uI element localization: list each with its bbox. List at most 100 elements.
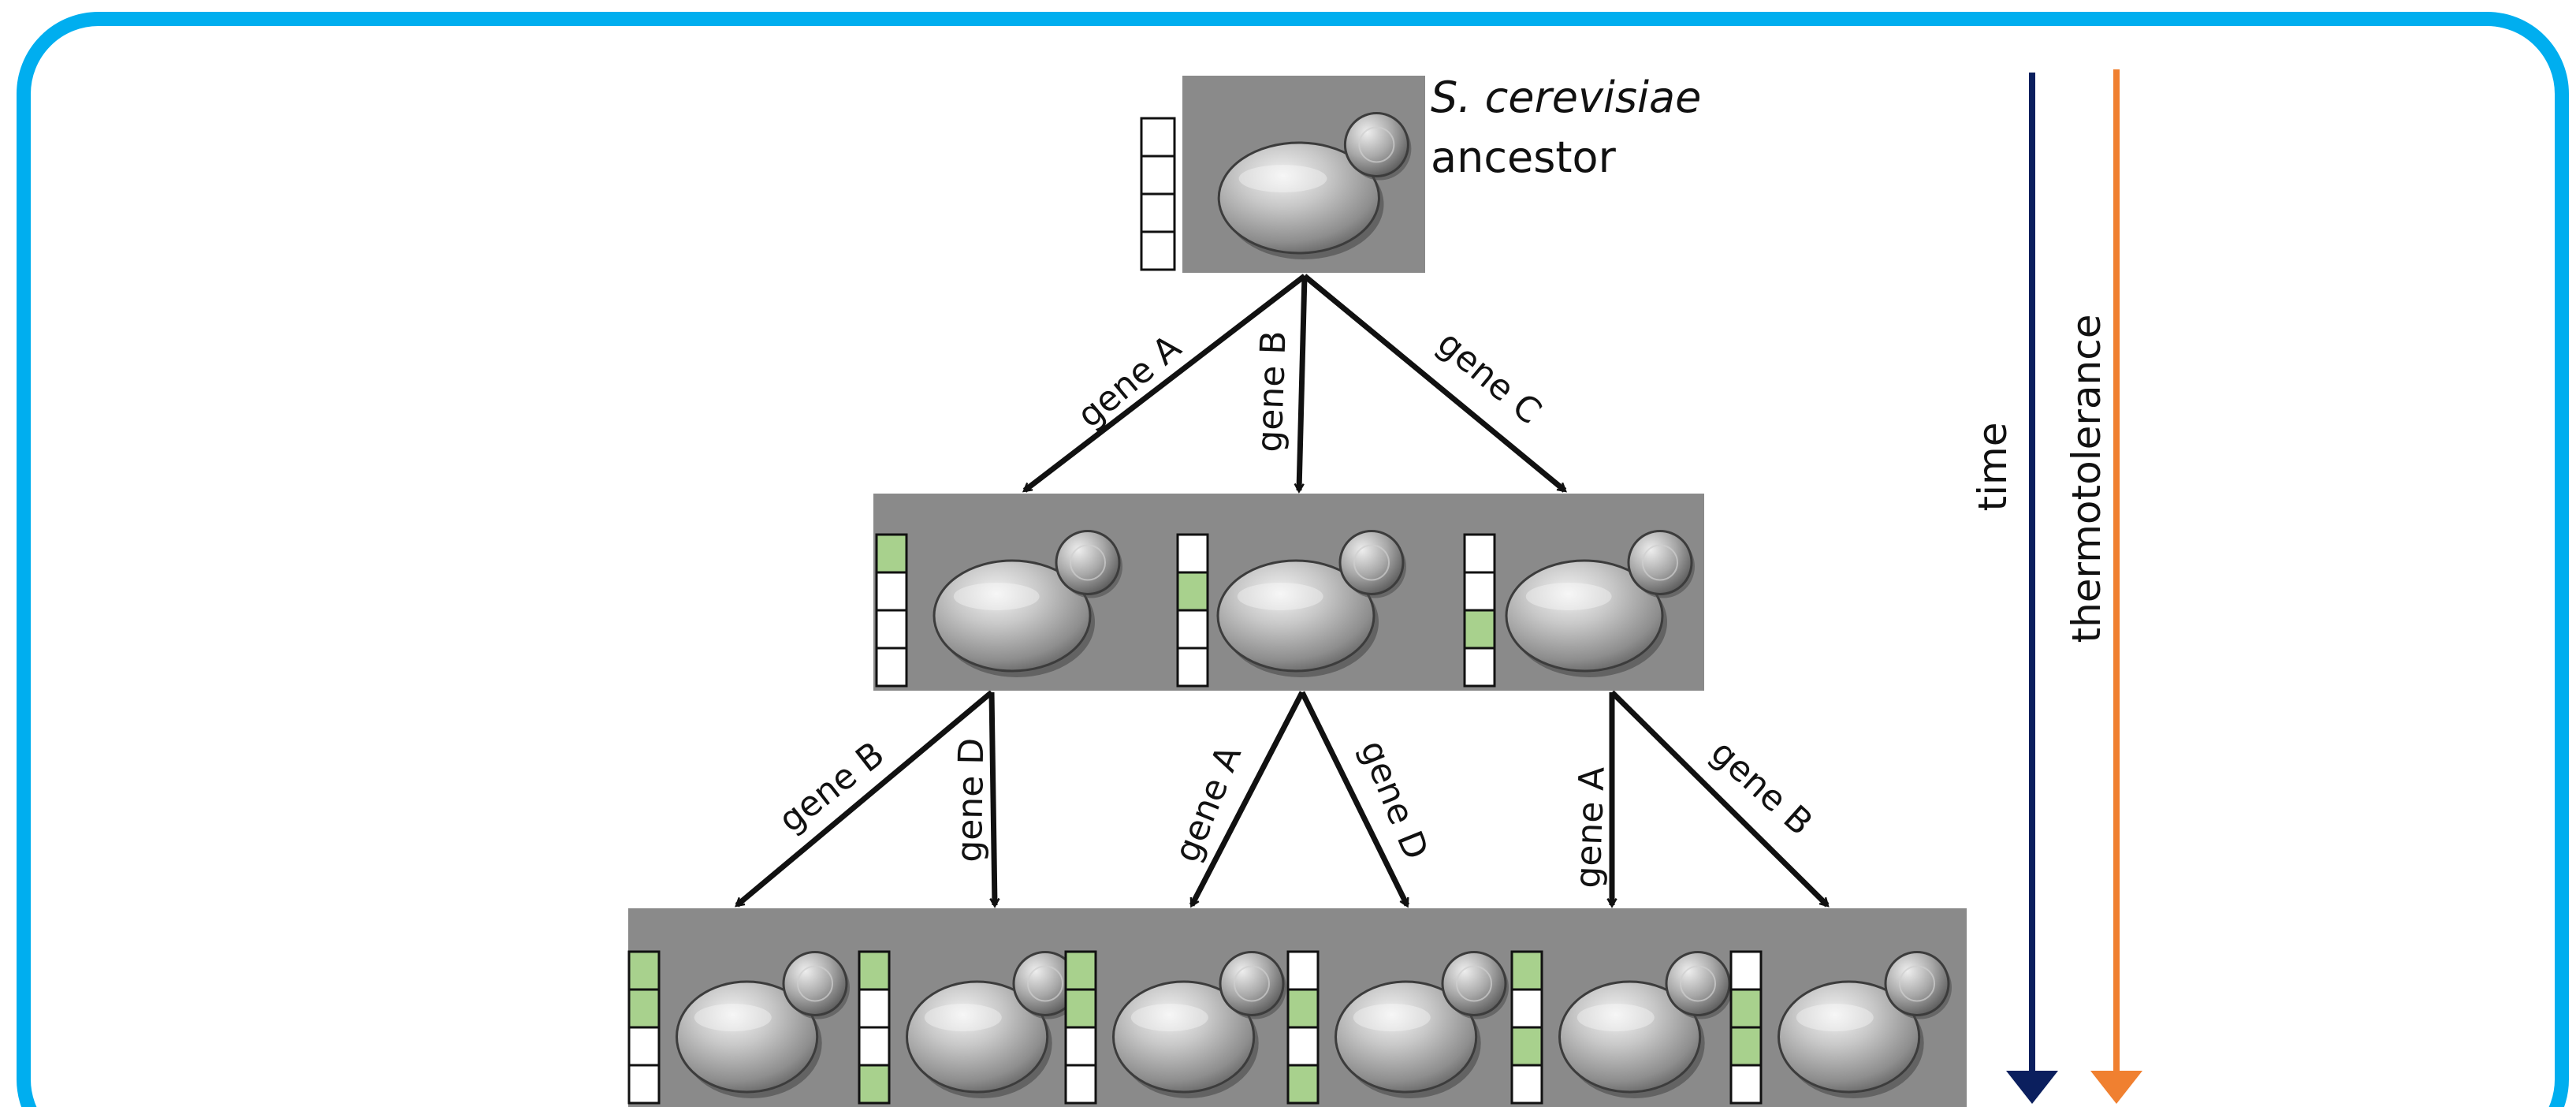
gene-box-mutated: [1176, 571, 1209, 612]
bud-ring: [1070, 544, 1106, 581]
gene-box-wildtype: [1463, 571, 1496, 612]
gene-column: [875, 533, 908, 688]
cell-bud: [1884, 951, 1950, 1016]
yeast-cell: [1778, 951, 1952, 1098]
cell-bud: [1627, 530, 1693, 595]
cell-bud: [1338, 530, 1405, 595]
edge-label-gene-d: gene D: [1352, 735, 1435, 865]
gene-box-wildtype: [627, 1026, 661, 1067]
bud-ring: [1456, 965, 1492, 1002]
gene-column: [1729, 950, 1763, 1105]
gene-box-wildtype: [1463, 647, 1496, 688]
gene-box-wildtype: [875, 571, 908, 612]
yeast-cell: [1505, 530, 1695, 677]
gene-box-wildtype: [1176, 533, 1209, 574]
cell-body: [1217, 141, 1380, 255]
gene-box-wildtype: [1064, 1026, 1097, 1067]
cell-bud: [1343, 112, 1409, 177]
cell-highlight: [1525, 583, 1612, 610]
edge-label-gene-b: gene B: [1249, 330, 1294, 453]
yeast-cell: [1335, 951, 1509, 1098]
lineage-arrow: [1299, 691, 1410, 908]
lineage-arrow: [1294, 275, 1308, 494]
bud-ring: [1358, 126, 1395, 163]
yeast-cell: [932, 530, 1122, 677]
gene-column: [1176, 533, 1209, 688]
gene-box-wildtype: [1176, 609, 1209, 650]
bud-ring: [797, 965, 833, 1002]
gene-box-wildtype: [875, 609, 908, 650]
edge-label-gene-a: gene A: [1568, 766, 1612, 889]
gene-boxes: [627, 117, 1763, 1105]
gene-box-wildtype: [1176, 647, 1209, 688]
species-label: S. cerevisiae: [1431, 73, 1701, 122]
cell-highlight: [953, 583, 1040, 610]
gene-box-wildtype: [1286, 1026, 1320, 1067]
gene-column: [1286, 950, 1320, 1105]
lineage-arrows: [735, 274, 1830, 908]
thermotolerance-arrow-head: [2090, 1071, 2142, 1104]
gene-box-wildtype: [627, 1064, 661, 1105]
lineage-arrow: [1610, 690, 1830, 908]
lineage-arrow: [1022, 274, 1307, 493]
yeast-cell: [1112, 951, 1286, 1098]
yeast-cell: [1217, 112, 1412, 259]
cell-highlight: [1353, 1004, 1431, 1031]
gene-box-mutated: [875, 533, 908, 574]
gene-box-mutated: [1286, 988, 1320, 1029]
gene-column: [1510, 950, 1543, 1105]
cell-body: [1558, 980, 1702, 1094]
bud-ring: [1680, 965, 1716, 1002]
gene-box-wildtype: [1140, 117, 1176, 158]
yeast-cell: [906, 951, 1080, 1098]
lineage-arrow: [735, 690, 994, 908]
cell-body: [1335, 980, 1478, 1094]
cell-highlight: [1576, 1004, 1655, 1031]
cell-body: [1778, 980, 1921, 1094]
cell-body: [1112, 980, 1256, 1094]
cell-body: [1505, 559, 1664, 673]
cell-bud: [1665, 951, 1731, 1016]
cell-body: [906, 980, 1049, 1094]
cell-highlight: [1796, 1004, 1874, 1031]
gene-column: [1140, 117, 1176, 271]
gene-box-mutated: [1510, 950, 1543, 991]
cell-bud: [782, 951, 848, 1016]
gene-box-wildtype: [1729, 950, 1763, 991]
gene-box-mutated: [858, 950, 891, 991]
gene-box-mutated: [1286, 1064, 1320, 1105]
gene-box-wildtype: [1729, 1064, 1763, 1105]
gene-column: [627, 950, 661, 1105]
bud-ring: [1353, 544, 1390, 581]
gene-box-wildtype: [1064, 1064, 1097, 1105]
bud-ring: [1899, 965, 1935, 1002]
gene-box-mutated: [858, 1064, 891, 1105]
yeast-cell: [1558, 951, 1733, 1098]
cell-bud: [1219, 951, 1285, 1016]
cell-body: [676, 980, 819, 1094]
gene-column: [1463, 533, 1496, 688]
ancestor-label: ancestor: [1431, 132, 1617, 182]
gene-column: [858, 950, 891, 1105]
edge-label-gene-c: gene C: [1430, 323, 1549, 432]
gene-box-mutated: [627, 950, 661, 991]
lineage-arrow: [1189, 691, 1305, 908]
gene-box-wildtype: [1463, 533, 1496, 574]
gene-box-wildtype: [875, 647, 908, 688]
gene-box-wildtype: [1286, 950, 1320, 991]
gene-box-wildtype: [858, 988, 891, 1029]
gene-box-wildtype: [1510, 988, 1543, 1029]
cell-body: [932, 559, 1092, 673]
cell-body: [1216, 559, 1375, 673]
gene-box-wildtype: [1510, 1064, 1543, 1105]
cell-highlight: [1237, 583, 1323, 610]
cell-bud: [1055, 530, 1121, 595]
edge-label-gene-a: gene A: [1167, 740, 1249, 868]
bud-ring: [1642, 544, 1678, 581]
lineage-arrow: [988, 691, 1000, 908]
gene-box-mutated: [1729, 988, 1763, 1029]
gene-box-mutated: [1064, 988, 1097, 1029]
edge-label-gene-d: gene D: [950, 737, 992, 863]
yeast-cell: [1216, 530, 1406, 677]
time-arrow-head: [2006, 1071, 2058, 1104]
